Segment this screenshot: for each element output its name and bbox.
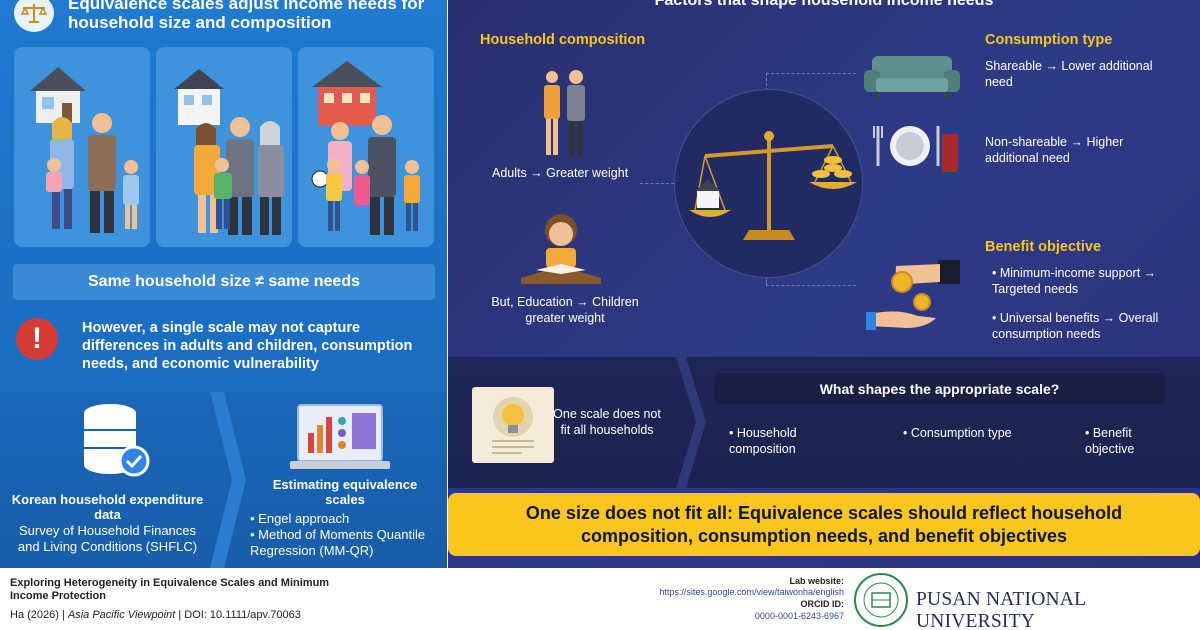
estimating-item: • Engel approach	[250, 511, 350, 526]
studying-child-icon	[521, 214, 601, 284]
lightbulb-card	[472, 387, 554, 463]
database-icon	[84, 404, 150, 477]
household-composition-title: Household composition	[480, 32, 646, 48]
data-source-subtitle: Survey of Household Finances and Living …	[17, 523, 198, 554]
estimating-title: Estimating equivalence scales	[272, 477, 418, 507]
university-seal-icon	[854, 573, 908, 627]
connector	[766, 285, 856, 286]
adults-icon	[544, 70, 585, 157]
left-title: Equivalence scales adjust income needs f…	[68, 0, 425, 32]
adults-weight-text: Adults → Greater weight	[492, 166, 629, 180]
balance-circle	[674, 89, 863, 278]
laptop-chart-icon	[290, 404, 390, 469]
family-icon	[311, 61, 420, 235]
estimating-item: • Method of Moments Quantile Regression …	[250, 527, 426, 558]
conclusion-banner: One size does not fit all: Equivalence s…	[448, 493, 1200, 556]
connector	[766, 73, 856, 74]
lightbulb-icon	[492, 397, 534, 454]
children-weight-text: But, Education → Children greater weight	[491, 295, 639, 325]
shape-item: • Benefit objective	[1085, 426, 1135, 456]
connector	[766, 276, 767, 286]
benefit-item-1: • Minimum-income support → Targeted need…	[992, 266, 1157, 296]
citation-doi: | DOI: 10.1111/apv.70063	[175, 609, 301, 621]
plate-cutlery-icon	[873, 126, 958, 172]
citation-author: Ha (2026) |	[10, 609, 68, 621]
left-header: Equivalence scales adjust income needs f…	[0, 0, 447, 36]
lab-website-label: Lab website:	[789, 576, 844, 586]
house-icon	[30, 67, 86, 123]
left-panel: Equivalence scales adjust income needs f…	[0, 0, 447, 568]
estimating-list: • Engel approach • Method of Moments Qua…	[250, 511, 445, 559]
shape-item: • Household composition	[729, 426, 797, 456]
paper-title: Exploring Heterogeneity in Equivalence S…	[10, 577, 330, 602]
footer: Exploring Heterogeneity in Equivalence S…	[0, 568, 1200, 630]
chevron-right-icon	[676, 357, 706, 488]
one-scale-text: One scale does not fit all households	[553, 407, 661, 437]
house-icon	[312, 61, 382, 125]
citation: Ha (2026) | Asia Pacific Viewpoint | DOI…	[10, 609, 301, 621]
consumption-type-title: Consumption type	[985, 32, 1113, 48]
scale-icon	[14, 0, 54, 32]
family-icon	[30, 67, 139, 233]
family-card-small	[14, 47, 150, 247]
balance-scale-icon	[689, 131, 857, 240]
benefit-item-2: • Universal benefits → Overall consumpti…	[992, 311, 1159, 341]
orcid-link[interactable]: 0000-0001-6243-6967	[754, 611, 844, 621]
non-shareable-text: Non-shareable → Higher additional need	[985, 135, 1124, 165]
university-name: PUSAN NATIONAL UNIVERSITY	[916, 589, 1086, 630]
lab-website-link[interactable]: https://sites.google.com/view/taiwonha/e…	[659, 587, 844, 597]
right-title: Factors that shape household income need…	[654, 0, 994, 9]
alert-text: However, a single scale may not capture …	[82, 320, 413, 372]
shape-item: • Consumption type	[903, 426, 1012, 440]
same-size-banner: Same household size ≠ same needs	[13, 264, 435, 300]
money-hand-icon	[866, 260, 960, 330]
family-card-medium	[156, 47, 292, 247]
citation-journal: Asia Pacific Viewpoint	[67, 609, 176, 621]
sofa-icon	[864, 56, 960, 99]
benefit-objective-title: Benefit objective	[985, 239, 1102, 255]
family-card-large	[298, 47, 434, 247]
connector	[766, 73, 767, 91]
chevron-right-icon	[210, 392, 246, 568]
family-icon	[174, 69, 284, 235]
shareable-text: Shareable → Lower additional need	[985, 59, 1153, 89]
right-panel: Factors that shape household income need…	[448, 0, 1200, 568]
data-source-title: Korean household expenditure data	[11, 492, 204, 522]
alert-icon: !	[16, 318, 58, 360]
orcid-label: ORCID ID:	[800, 599, 845, 609]
check-icon	[118, 445, 150, 477]
shapes-title: What shapes the appropriate scale?	[714, 373, 1165, 404]
connector	[640, 183, 690, 184]
house-icon	[174, 69, 224, 125]
